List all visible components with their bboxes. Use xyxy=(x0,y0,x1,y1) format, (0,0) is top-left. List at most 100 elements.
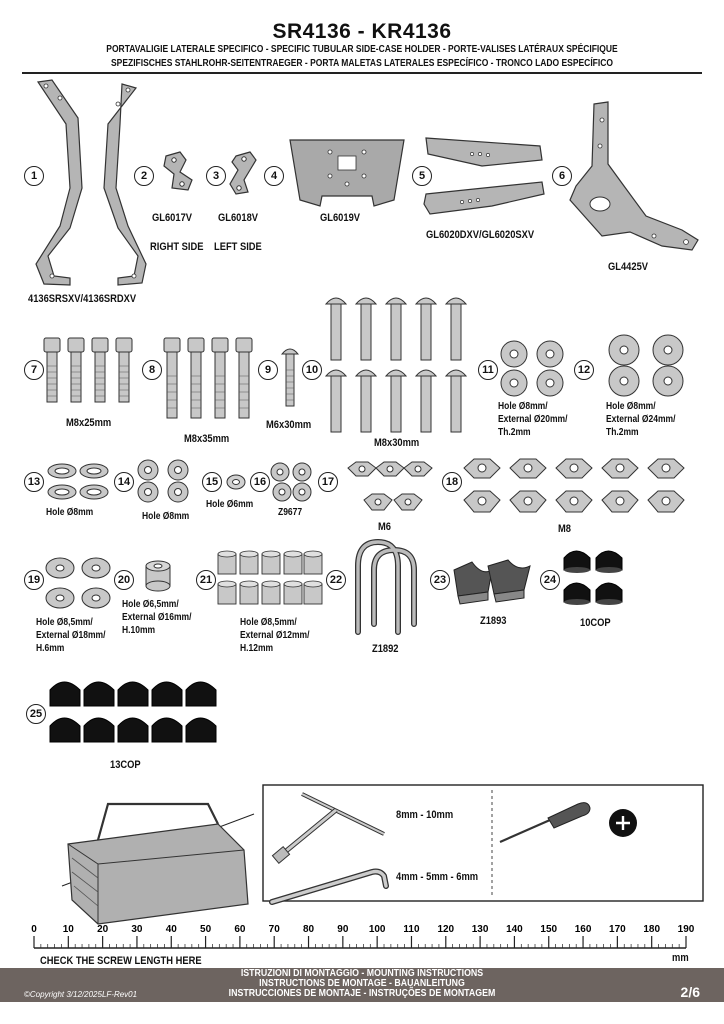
part-number-5: 5 xyxy=(412,166,432,186)
bolt-m8x25-drawing xyxy=(43,337,133,403)
part-number-7: 7 xyxy=(24,360,44,380)
ruler-tick-label: 40 xyxy=(166,924,178,935)
part-label-9: M6x30mm xyxy=(266,419,312,431)
part-number-10: 10 xyxy=(302,360,322,380)
part-label-17: M6 xyxy=(378,521,391,533)
ruler-tick-label: 100 xyxy=(369,924,386,935)
part-number-12: 12 xyxy=(574,360,594,380)
part-number-18: 18 xyxy=(442,472,462,492)
part-label-6: GL4425V xyxy=(608,261,649,273)
footer-line-3: INSTRUCCIONES DE MONTAJE - INSTRUÇÕES DE… xyxy=(228,988,496,999)
gl4425v-bracket-drawing xyxy=(569,101,699,251)
washer-20mm-drawing xyxy=(500,340,564,397)
part-number-6: 6 xyxy=(552,166,572,186)
center-plate-drawing xyxy=(289,139,405,207)
ruler-tick-label: 30 xyxy=(131,924,143,935)
washer-6mm-drawing xyxy=(226,474,246,490)
bolt-m6x30-drawing xyxy=(280,348,300,407)
clamp-block-drawing xyxy=(453,559,531,605)
part-number-21: 21 xyxy=(196,570,216,590)
ruler-tick-label: 120 xyxy=(437,924,454,935)
part-number-24: 24 xyxy=(540,570,560,590)
part-number-11: 11 xyxy=(478,360,498,380)
part-label-7: M8x25mm xyxy=(66,417,112,429)
nut-m6-drawing xyxy=(347,461,433,511)
ruler-tick-label: 20 xyxy=(97,924,109,935)
subtitle-line-2: SPEZIFISCHES STAHLROHR-SEITENTRAEGER - P… xyxy=(110,58,613,69)
part-label-12: Hole Ø8mm/ External Ø24mm/ Th.2mm xyxy=(606,401,676,438)
part-note-3: LEFT SIDE xyxy=(214,241,262,253)
part-label-4: GL6019V xyxy=(320,212,361,224)
nut-m8-drawing xyxy=(463,458,685,513)
part-label-19: Hole Ø8,5mm/ External Ø18mm/ H.6mm xyxy=(36,617,106,654)
phillips-plus-icon xyxy=(609,809,637,837)
ruler-tick-label: 110 xyxy=(403,924,420,935)
header-divider xyxy=(22,72,702,74)
part-number-19: 19 xyxy=(24,570,44,590)
cap-10mm-drawing xyxy=(563,550,623,605)
part-number-14: 14 xyxy=(114,472,134,492)
toolbox-drawing xyxy=(61,802,255,925)
ruler-tick-label: 170 xyxy=(609,924,626,935)
ruler-tick-label: 160 xyxy=(575,924,592,935)
part-number-1: 1 xyxy=(24,166,44,186)
part-number-9: 9 xyxy=(258,360,278,380)
spacer-6mm-drawing xyxy=(45,557,111,609)
part-number-8: 8 xyxy=(142,360,162,380)
footer-line-2: INSTRUCTIONS DE MONTAGE - BAUANLEITUNG xyxy=(259,978,465,989)
part-number-2: 2 xyxy=(134,166,154,186)
part-number-17: 17 xyxy=(318,472,338,492)
spacer-10mm-drawing xyxy=(145,560,171,592)
part-label-15: Hole Ø6mm xyxy=(206,499,254,510)
ruler-tick-label: 70 xyxy=(269,924,281,935)
part-label-14: Hole Ø8mm xyxy=(142,511,190,522)
ruler-unit: mm xyxy=(672,952,689,964)
ruler-tick-label: 190 xyxy=(678,924,695,935)
part-note-2: RIGHT SIDE xyxy=(150,241,204,253)
bolt-m8x35-drawing xyxy=(163,337,253,419)
hex-key-sizes: 4mm - 5mm - 6mm xyxy=(396,871,479,883)
ruler-tick-label: 90 xyxy=(337,924,349,935)
part-number-25: 25 xyxy=(26,704,46,724)
part-label-20: Hole Ø6,5mm/ External Ø16mm/ H.10mm xyxy=(122,599,192,636)
ruler-tick-label: 130 xyxy=(472,924,489,935)
part-label-10: M8x30mm xyxy=(374,437,420,449)
ruler-tick-label: 80 xyxy=(303,924,315,935)
ruler-tick-label: 140 xyxy=(506,924,523,935)
part-label-8: M8x35mm xyxy=(184,433,230,445)
ruler-tick-label: 50 xyxy=(200,924,212,935)
z9677-washers-drawing xyxy=(270,462,312,502)
u-bolt-drawing xyxy=(355,538,417,635)
part-label-22: Z1892 xyxy=(372,643,399,655)
part-number-4: 4 xyxy=(264,166,284,186)
page-title: SR4136 - KR4136 xyxy=(272,20,452,43)
part-label-23: Z1893 xyxy=(480,615,507,627)
bolt-m8x30-drawing xyxy=(324,297,468,433)
part-label-3: GL6018V xyxy=(218,212,259,224)
part-label-5: GL6020DXV/GL6020SXV xyxy=(426,229,535,241)
ruler-tick-label: 60 xyxy=(234,924,246,935)
part-number-20: 20 xyxy=(114,570,134,590)
socket-wrench-sizes: 8mm - 10mm xyxy=(396,809,454,821)
footer-bar xyxy=(0,968,724,1002)
subtitle-line-1: PORTAVALIGIE LATERALE SPECIFICO - SPECIF… xyxy=(106,44,618,55)
part-number-15: 15 xyxy=(202,472,222,492)
part-label-13: Hole Ø8mm xyxy=(46,507,94,518)
part-label-24: 10COP xyxy=(580,617,611,629)
part-label-18: M8 xyxy=(558,523,571,535)
part-label-11: Hole Ø8mm/ External Ø20mm/ Th.2mm xyxy=(498,401,568,438)
bracket-left-drawing xyxy=(229,151,257,195)
part-number-22: 22 xyxy=(326,570,346,590)
washer-24mm-drawing xyxy=(608,334,684,397)
cap-13mm-drawing xyxy=(49,681,217,743)
ruler-caption: CHECK THE SCREW LENGTH HERE xyxy=(40,955,202,967)
bracket-right-drawing xyxy=(163,151,193,191)
part-number-16: 16 xyxy=(250,472,270,492)
screwdriver-icon xyxy=(499,802,591,844)
page-number: 2/6 xyxy=(680,984,700,1000)
side-frame-drawing xyxy=(35,79,147,286)
part-number-3: 3 xyxy=(206,166,226,186)
part-label-2: GL6017V xyxy=(152,212,193,224)
socket-wrench-icon xyxy=(271,792,385,865)
